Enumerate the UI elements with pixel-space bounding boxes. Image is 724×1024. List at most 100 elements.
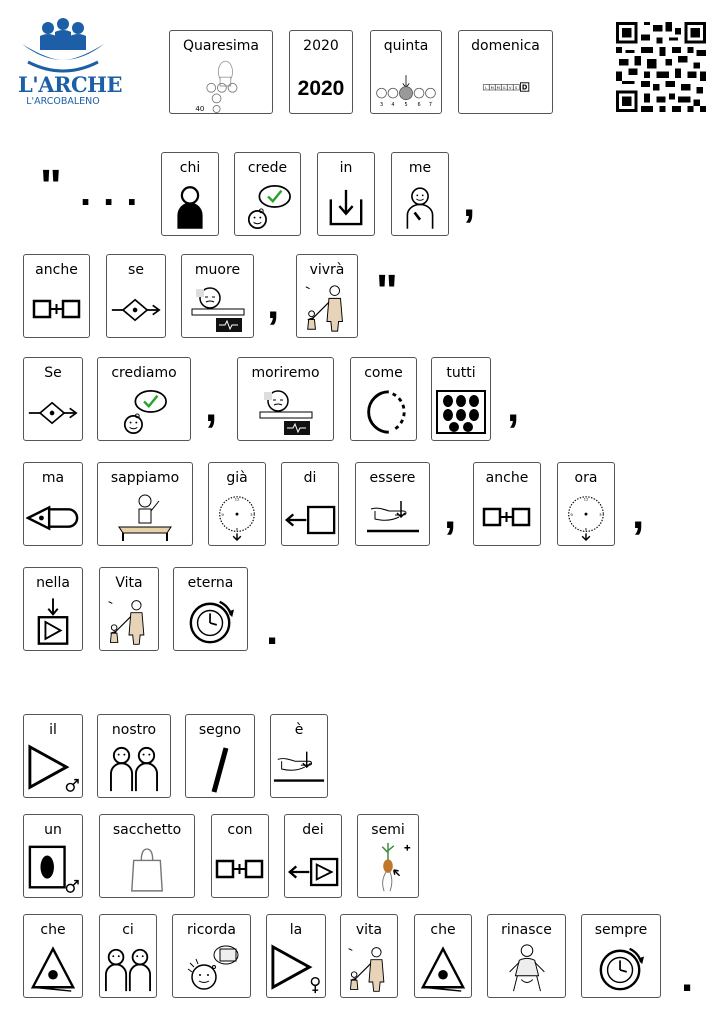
card-label: in bbox=[339, 160, 353, 176]
comma: , bbox=[632, 489, 645, 538]
die-icon bbox=[190, 285, 246, 335]
card-label: moriremo bbox=[251, 365, 320, 381]
ellipsis: ... bbox=[80, 170, 150, 214]
all-icon bbox=[436, 390, 486, 434]
card-in[interactable]: in bbox=[317, 152, 375, 236]
seeds-icon bbox=[361, 841, 415, 895]
card-nostro[interactable]: nostro bbox=[97, 714, 171, 798]
card-semi[interactable]: semi bbox=[357, 814, 419, 898]
card-me[interactable]: me bbox=[391, 152, 449, 236]
card-label: ma bbox=[41, 470, 65, 486]
card-ora[interactable]: ora bbox=[557, 462, 615, 546]
card-label: domenica bbox=[471, 38, 540, 54]
card-label: con bbox=[227, 822, 253, 838]
card-label: tutti bbox=[446, 365, 476, 381]
be-icon bbox=[365, 497, 421, 541]
card-label: muore bbox=[194, 262, 241, 278]
clock-icon bbox=[562, 493, 610, 541]
card-se[interactable]: se bbox=[106, 254, 166, 338]
with-icon bbox=[215, 857, 265, 883]
of-the-icon bbox=[287, 855, 339, 889]
know-icon bbox=[117, 493, 173, 543]
card-un[interactable]: un bbox=[23, 814, 83, 898]
card-essere[interactable]: essere bbox=[355, 462, 430, 546]
eternal-icon bbox=[187, 598, 235, 646]
card-label: anche bbox=[35, 262, 78, 278]
comma: , bbox=[444, 489, 457, 538]
close-quote: " bbox=[376, 265, 398, 317]
card-quinta[interactable]: quinta bbox=[370, 30, 442, 114]
card-segno[interactable]: segno bbox=[185, 714, 255, 798]
comma: , bbox=[507, 382, 520, 431]
card-label: come bbox=[364, 365, 403, 381]
card-label: un bbox=[44, 822, 62, 838]
card-anche-2[interactable]: anche bbox=[473, 462, 541, 546]
card-label: anche bbox=[485, 470, 529, 486]
card-label: che bbox=[430, 922, 456, 938]
card-domenica[interactable]: domenica bbox=[458, 30, 553, 114]
card-label: Se bbox=[44, 365, 62, 381]
lent-icon bbox=[190, 59, 252, 113]
card-label: dei bbox=[302, 822, 324, 838]
card-label: eterna bbox=[187, 575, 234, 591]
qr-code-icon bbox=[616, 22, 706, 112]
card-ci[interactable]: ci bbox=[99, 914, 157, 998]
card-vita-2[interactable]: vita bbox=[340, 914, 398, 998]
card-il[interactable]: il bbox=[23, 714, 83, 798]
card-nella[interactable]: nella bbox=[23, 567, 83, 651]
card-crede[interactable]: crede bbox=[234, 152, 301, 236]
card-label: crediamo bbox=[111, 365, 177, 381]
card-e[interactable]: è bbox=[270, 714, 328, 798]
card-label: me bbox=[408, 160, 432, 176]
card-di[interactable]: di bbox=[281, 462, 339, 546]
card-label: che bbox=[40, 922, 66, 938]
year-big-text: 2020 bbox=[297, 77, 345, 100]
card-muore[interactable]: muore bbox=[181, 254, 254, 338]
card-label: ci bbox=[122, 922, 134, 938]
card-label: segno bbox=[198, 722, 242, 738]
card-sempre[interactable]: sempre bbox=[581, 914, 661, 998]
card-che-2[interactable]: che bbox=[414, 914, 472, 998]
card-tutti[interactable]: tutti bbox=[431, 357, 491, 441]
feminine-article-icon bbox=[269, 943, 323, 995]
card-vivra[interactable]: vivrà bbox=[296, 254, 358, 338]
card-gia[interactable]: già bbox=[208, 462, 266, 546]
card-label: già bbox=[226, 470, 248, 486]
card-la[interactable]: la bbox=[266, 914, 326, 998]
card-eterna[interactable]: eterna bbox=[173, 567, 248, 651]
card-label: vivrà bbox=[309, 262, 345, 278]
card-year[interactable]: 2020 2020 bbox=[289, 30, 353, 114]
card-ma[interactable]: ma bbox=[23, 462, 83, 546]
card-label: rinasce bbox=[501, 922, 552, 938]
card-sacchetto[interactable]: sacchetto bbox=[99, 814, 195, 898]
card-ricorda[interactable]: ricorda bbox=[172, 914, 251, 998]
card-chi[interactable]: chi bbox=[161, 152, 219, 236]
card-sappiamo[interactable]: sappiamo bbox=[97, 462, 193, 546]
die-icon bbox=[258, 388, 314, 438]
that-icon bbox=[29, 945, 77, 993]
logo-ark-icon bbox=[22, 18, 104, 73]
bag-icon bbox=[128, 845, 166, 893]
be-icon bbox=[272, 747, 326, 791]
comma: , bbox=[463, 177, 476, 226]
card-dei[interactable]: dei bbox=[284, 814, 342, 898]
card-label: 2020 bbox=[303, 38, 339, 54]
card-crediamo[interactable]: crediamo bbox=[97, 357, 191, 441]
card-rinasce[interactable]: rinasce bbox=[487, 914, 566, 998]
card-label: se bbox=[128, 262, 144, 278]
like-icon bbox=[360, 388, 408, 436]
card-che[interactable]: che bbox=[23, 914, 83, 998]
card-con[interactable]: con bbox=[211, 814, 269, 898]
of-icon bbox=[284, 503, 336, 537]
card-come[interactable]: come bbox=[350, 357, 417, 441]
card-vita[interactable]: Vita bbox=[99, 567, 159, 651]
card-label: semi bbox=[371, 822, 405, 838]
in-the-icon bbox=[36, 596, 70, 646]
card-moriremo[interactable]: moriremo bbox=[237, 357, 334, 441]
card-quaresima[interactable]: Quaresima bbox=[169, 30, 273, 114]
card-label: essere bbox=[369, 470, 416, 486]
card-se-capital[interactable]: Se bbox=[23, 357, 83, 441]
card-anche[interactable]: anche bbox=[23, 254, 90, 338]
logo-title: L'ARCHE bbox=[18, 72, 123, 97]
person-icon bbox=[172, 185, 208, 231]
